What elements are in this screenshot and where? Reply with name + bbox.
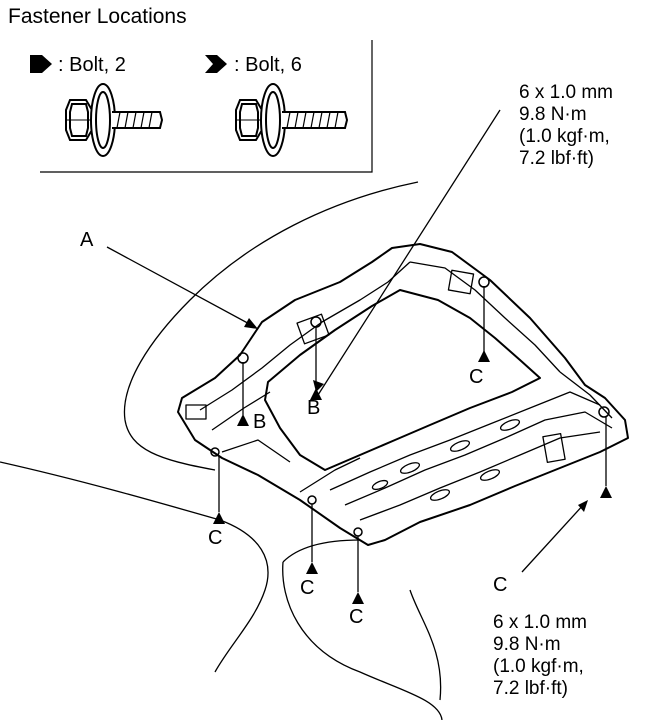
spec-lower-size: 6 x 1.0 mm xyxy=(493,612,587,633)
arrowhead-a xyxy=(244,318,258,329)
spec-upper-torque-nm: 9.8 N·m xyxy=(519,104,587,125)
bolt-b-marker-icon xyxy=(30,55,52,73)
callout-c-1: C xyxy=(469,366,484,388)
bolt-2-illustration-icon xyxy=(65,83,164,157)
spec-lower-torque-kgfm: (1.0 kgf·m, xyxy=(493,656,584,677)
marker-b-left xyxy=(237,414,249,426)
bolt-6-illustration-icon xyxy=(235,83,349,157)
frame-assembly xyxy=(177,243,629,546)
callout-a: A xyxy=(80,229,94,251)
bolt-c-label: : Bolt, 6 xyxy=(234,54,302,76)
arrowhead-c-spec xyxy=(578,500,588,512)
spec-lower-torque-nm: 9.8 N·m xyxy=(493,634,561,655)
bolt-position-markers xyxy=(213,350,612,604)
callout-b-mid: B xyxy=(307,397,321,419)
marker-c-3 xyxy=(306,562,318,574)
spec-lower-letter: C xyxy=(493,574,508,596)
leader-lines xyxy=(106,109,607,592)
callout-c-3: C xyxy=(300,577,315,599)
legend-box-border xyxy=(40,40,373,173)
legend-title: Fastener Locations xyxy=(8,5,187,28)
spec-upper-torque-lbfft: 7.2 lbf·ft) xyxy=(519,148,594,169)
callout-c-4: C xyxy=(349,606,364,628)
leader-a xyxy=(106,246,256,328)
callout-c-2: C xyxy=(208,527,223,549)
spec-upper-size: 6 x 1.0 mm xyxy=(519,82,613,103)
marker-b-mid xyxy=(310,388,322,400)
callout-b-left: B xyxy=(253,411,267,433)
leader-b-right xyxy=(317,109,501,396)
bolt-c-marker-icon xyxy=(205,55,227,73)
leader-c-spec xyxy=(521,502,586,573)
bolt-b-label: : Bolt, 2 xyxy=(58,54,126,76)
marker-c-4 xyxy=(352,592,364,604)
marker-c-1 xyxy=(478,350,490,362)
spec-lower-torque-lbfft: 7.2 lbf·ft) xyxy=(493,678,568,699)
marker-c-2 xyxy=(213,512,225,524)
spec-upper-torque-kgfm: (1.0 kgf·m, xyxy=(519,126,610,147)
marker-c-5 xyxy=(600,486,612,498)
body-contour-lines xyxy=(0,181,443,720)
